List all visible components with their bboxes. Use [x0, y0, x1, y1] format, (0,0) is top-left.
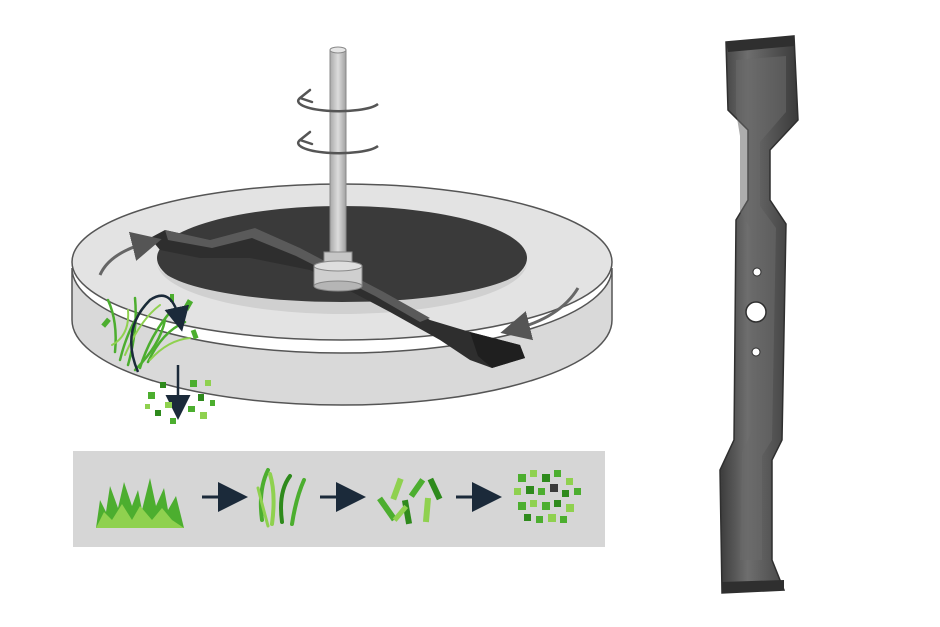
mulching-blade-photo: [719, 35, 799, 594]
blade-edge-top: [726, 36, 794, 52]
process-panel: [73, 451, 605, 547]
deck-side-wall: [71, 267, 613, 406]
blade-lower-hole: [751, 347, 761, 357]
deck-inner-lip: [157, 262, 527, 314]
airflow-arrow-icon: [98, 231, 580, 341]
downdraft-arrow-icon: [130, 294, 191, 420]
blade-edge-bottom: [722, 580, 784, 593]
drive-shaft: [313, 46, 363, 292]
blade-center-hole: [745, 301, 767, 323]
grass-pieces-icon: [377, 477, 443, 525]
mulch-fall: [145, 380, 215, 424]
grass-blades-icon: [256, 468, 306, 528]
deck-blade: [150, 228, 525, 368]
rotation-arrow-icon: [296, 88, 379, 155]
grass-clump-icon: [96, 478, 184, 528]
mulch-icon: [514, 470, 581, 523]
blade-upper-hole: [752, 267, 762, 277]
